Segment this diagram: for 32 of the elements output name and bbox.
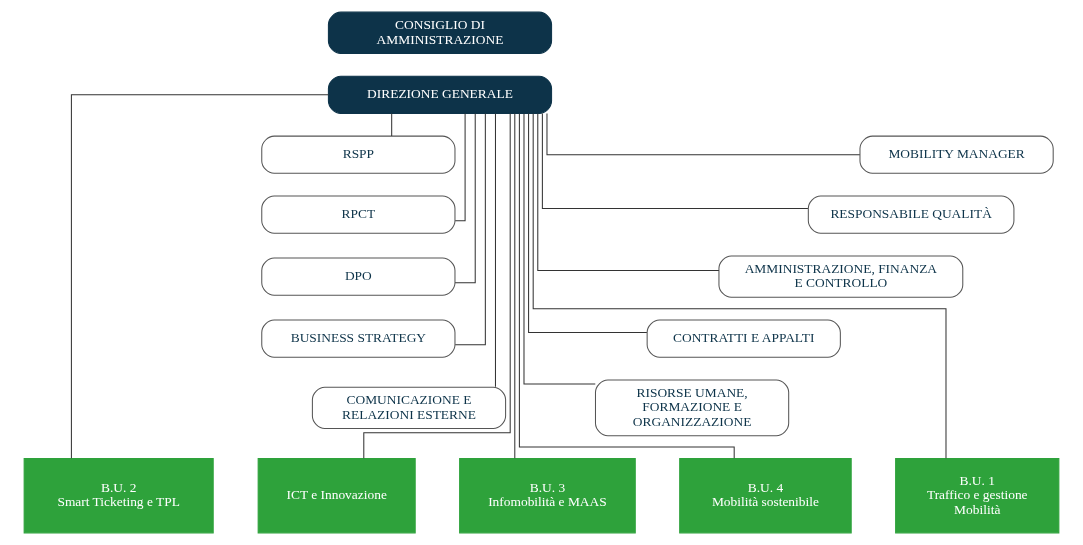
node-box: RESPONSABILE QUALITÀ: [807, 195, 1015, 234]
connector: [494, 112, 496, 388]
connector: [391, 112, 393, 137]
connector: [454, 112, 466, 222]
node-box: MOBILITY MANAGER: [859, 135, 1054, 174]
connector: [541, 113, 809, 209]
node-box: RISORSE UMANE, FORMAZIONE E ORGANIZZAZIONE: [594, 379, 790, 437]
connector: [518, 113, 735, 459]
node-box: DIREZIONE GENERALE: [327, 75, 553, 114]
node-box: COMUNICAZIONE E RELAZIONI ESTERNE: [311, 386, 507, 430]
node-box: CONSIGLIO DI AMMINISTRAZIONE: [327, 11, 553, 54]
connector: [70, 94, 329, 459]
connector: [454, 113, 476, 284]
node-box: RSPP: [261, 135, 456, 174]
node-box: BUSINESS STRATEGY: [261, 319, 456, 358]
connector: [523, 113, 596, 385]
node-box: RPCT: [261, 195, 456, 234]
connector: [363, 112, 511, 459]
node-box: B.U. 3 Infomobilità e MAAS: [459, 457, 636, 534]
node-box: CONTRATTI E APPALTI: [646, 319, 841, 358]
connector: [537, 113, 720, 271]
connector: [514, 113, 516, 459]
connector: [546, 112, 861, 156]
node-box: B.U. 2 Smart Ticketing e TPL: [23, 457, 214, 534]
connector: [528, 112, 648, 333]
node-box: DPO: [261, 257, 456, 296]
connector: [532, 112, 947, 459]
node-box: AMMINISTRAZIONE, FINANZA E CONTROLLO: [718, 255, 964, 298]
node-box: B.U. 1 Traffico e gestione Mobilità: [895, 457, 1060, 534]
node-box: ICT e Innovazione: [257, 457, 416, 534]
connector: [454, 113, 486, 346]
node-box: B.U. 4 Mobilità sostenibile: [679, 457, 852, 534]
